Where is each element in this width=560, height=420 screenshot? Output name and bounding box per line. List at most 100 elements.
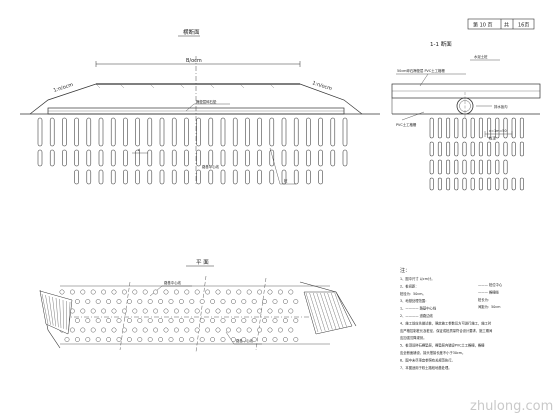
pile-lower: [123, 169, 128, 185]
plan-pile: [158, 318, 164, 323]
plan-pile: [90, 327, 96, 333]
plan-pile: [288, 308, 294, 314]
pile: [147, 117, 153, 147]
section-pile-lower: [487, 177, 492, 191]
section-pile: [470, 117, 475, 139]
section-pile-lower: [437, 159, 442, 175]
plan-pile: [272, 299, 278, 304]
plan-pile: [95, 337, 101, 342]
plan-pile: [178, 318, 184, 323]
plan-pile: [282, 318, 288, 323]
pile: [49, 117, 55, 147]
section-pile: [487, 117, 492, 139]
plan-pile: [272, 318, 278, 323]
plan-pile: [163, 289, 169, 295]
plan-right-wing: [303, 291, 353, 335]
sheet-number: 第 10 页: [473, 22, 493, 29]
plan-pile: [262, 337, 267, 342]
pile: [245, 117, 250, 147]
plan-pile: [184, 308, 190, 314]
note-line: 应加强沉降观测。: [400, 335, 426, 340]
pile-lower: [220, 149, 226, 167]
plan-pile: [122, 308, 127, 314]
plan-pile: [189, 299, 195, 304]
plan-pile: [158, 299, 164, 304]
plan-pile: [225, 308, 231, 314]
plan-pile: [85, 337, 91, 342]
hatch-line: [323, 292, 337, 330]
pile-lower: [245, 149, 250, 167]
note-line: 6、图中未尽事宜参照有关规范执行。: [400, 357, 455, 362]
pile-lower: [49, 149, 55, 167]
plan-pile: [189, 318, 195, 323]
plan-pile: [147, 337, 153, 342]
plan-pile: [215, 289, 221, 295]
section-pile: [511, 117, 516, 139]
hatch-line: [45, 294, 51, 325]
plan-pile: [70, 327, 75, 333]
section-dim-label: d=1m=50: [489, 129, 507, 133]
section-top-leader: [396, 73, 466, 87]
plan-pile: [251, 299, 257, 304]
notes-title: 注：: [400, 267, 410, 274]
section-top-right-label: 水泥土桩: [474, 54, 488, 59]
pile-lower: [74, 149, 79, 167]
section-pile-lower: [462, 159, 467, 175]
pile: [123, 117, 128, 147]
plan-top-label: 路基中心线: [164, 280, 182, 285]
hatch-line: [48, 295, 54, 326]
pile-lower: [171, 149, 177, 167]
pile-lower: [110, 169, 116, 185]
pile-lower: [208, 169, 214, 185]
pile-lower: [184, 149, 189, 167]
pile: [196, 117, 201, 147]
note-line: 1、图中尺寸 以cm计。: [400, 276, 435, 281]
plan-pile: [189, 337, 195, 342]
section-pile-lower: [454, 159, 459, 175]
plan-pile: [225, 289, 231, 295]
section-pile-lower: [511, 177, 516, 191]
plan-pile: [277, 289, 283, 295]
pile: [208, 117, 214, 147]
pile-lower: [196, 149, 201, 167]
hatch-line: [68, 301, 71, 331]
pile-lower: [37, 149, 43, 167]
section-pile-lower: [495, 159, 500, 175]
plan-pile: [106, 337, 112, 342]
note-line: 2、———— 道路边线: [400, 313, 434, 318]
plan-pile: [246, 289, 252, 295]
pile: [110, 117, 116, 147]
dimension-label: d: [138, 148, 140, 152]
plan-pile: [210, 299, 216, 304]
section-dim: [484, 131, 513, 137]
plan-pile: [142, 289, 148, 295]
plan-pile: [75, 318, 80, 323]
plan-pile: [147, 299, 153, 304]
notes-block: 1、图中尺寸 以cm计。2、桩间距： 桩径为：50cm。3、地基处理范围： 1、…: [400, 276, 492, 370]
pile-lower: [159, 169, 165, 185]
plan-pile: [132, 289, 138, 295]
top-layer-leader: [185, 103, 230, 112]
plan-pile: [116, 337, 122, 342]
plan-pile: [178, 337, 184, 342]
plan-pile: [153, 289, 159, 295]
hatch-line: [55, 297, 59, 328]
note-right-line: 桩长为：: [478, 297, 491, 302]
section-pile-lower: [503, 141, 508, 157]
section-pile-lower: [429, 141, 434, 157]
plan-pile: [80, 308, 86, 314]
plan-pile: [205, 308, 211, 314]
plan-pile: [236, 289, 242, 295]
plan-pile: [241, 337, 247, 342]
plan-pile: [215, 327, 221, 333]
pile-lower: [330, 149, 336, 167]
pile-lower: [184, 169, 189, 185]
section-pile: [454, 117, 459, 139]
plan-pile: [153, 308, 159, 314]
plan-pile: [122, 289, 127, 295]
plan-pile: [267, 289, 273, 295]
pile: [232, 117, 238, 147]
plan-pile: [132, 308, 138, 314]
pile: [74, 117, 79, 147]
section-pile-lower: [462, 141, 467, 157]
